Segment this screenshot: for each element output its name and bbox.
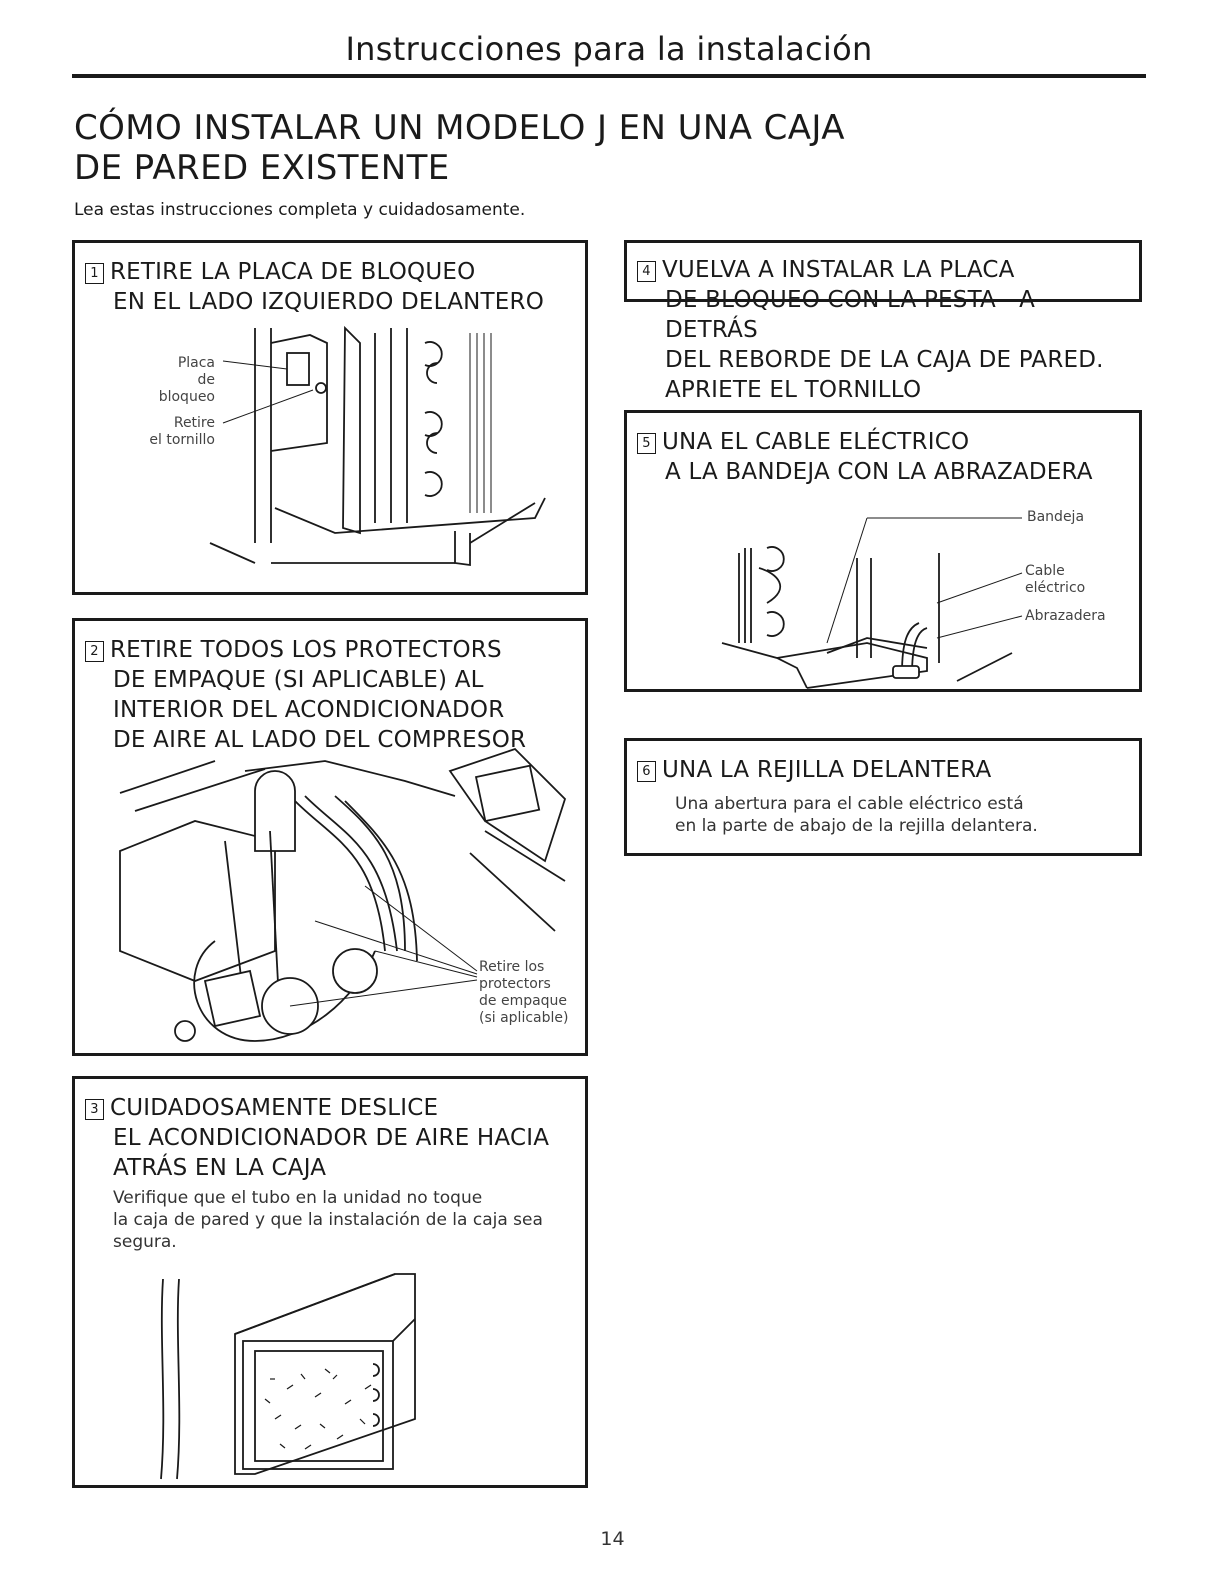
step-2-number: 2: [85, 641, 104, 662]
step-2-title: 2 RETIRE TODOS LOS PROTECTORS DE EMPAQUE …: [85, 635, 575, 755]
step-5-callout-cable: Cable eléctrico: [1025, 563, 1086, 596]
step-1-title: 1 RETIRE LA PLACA DE BLOQUEO EN EL LADO I…: [85, 257, 575, 317]
step-2-panel: 2 RETIRE TODOS LOS PROTECTORS DE EMPAQUE …: [72, 618, 588, 1056]
step-2-title-line2: DE EMPAQUE (SI APLICABLE) AL: [113, 667, 484, 693]
step-6-number: 6: [637, 761, 656, 782]
step-3-illustration: [160, 1273, 416, 1480]
step-5-number: 5: [637, 433, 656, 454]
step-6-panel: 6 UNA LA REJILLA DELANTERA Una abertura p…: [624, 738, 1142, 856]
step-1-callout-screw: Retire el tornillo: [149, 415, 215, 448]
step-5-title-line1: UNA EL CABLE ELÉCTRICO: [662, 429, 970, 455]
step-5-title: 5 UNA EL CABLE ELÉCTRICO A LA BANDEJA CON…: [637, 427, 1129, 487]
header-title: Instrucciones para la instalación: [345, 30, 873, 68]
step-4-title-line3: DEL REBORDE DE LA CAJA DE PARED.: [665, 347, 1104, 373]
step-1-panel: 1 RETIRE LA PLACA DE BLOQUEO EN EL LADO I…: [72, 240, 588, 595]
step-2-callout-packing: Retire los protectors de empaque (si apl…: [479, 959, 569, 1026]
step-1-title-line1: RETIRE LA PLACA DE BLOQUEO: [110, 259, 476, 285]
step-5-callout-tray: Bandeja: [1027, 509, 1085, 525]
step-4-title-line4: APRIETE EL TORNILLO: [665, 377, 922, 403]
step-3-body: Verifique que el tubo en la unidad no to…: [113, 1188, 543, 1252]
step-2-title-line3: INTERIOR DEL ACONDICIONADOR: [113, 697, 505, 723]
step-5-panel: 5 UNA EL CABLE ELÉCTRICO A LA BANDEJA CON…: [624, 410, 1142, 692]
step-4-title-line1: VUELVA A INSTALAR LA PLACA: [662, 257, 1015, 283]
step-3-title: 3 CUIDADOSAMENTE DESLICE EL ACONDICIONADO…: [85, 1093, 575, 1183]
step-3-panel: 3 CUIDADOSAMENTE DESLICE EL ACONDICIONADO…: [72, 1076, 588, 1488]
step-4-reinstall-lock-plate: 4 VUELVA A INSTALAR LA PLACA DE BLOQUEO C…: [624, 240, 1142, 403]
page-header: Instrucciones para la instalación: [72, 28, 1146, 78]
step-3-title-line1: CUIDADOSAMENTE DESLICE: [110, 1095, 439, 1121]
step-1-illustration: [209, 325, 546, 567]
main-title-line1: CÓMO INSTALAR UN MODELO J EN UNA CAJA: [74, 108, 845, 148]
step-3-title-line3: ATRÁS EN LA CAJA: [113, 1155, 327, 1181]
main-title-line2: DE PARED EXISTENTE: [74, 148, 450, 188]
step-2-title-line1: RETIRE TODOS LOS PROTECTORS: [110, 637, 502, 663]
page-number: 14: [600, 1528, 625, 1550]
step-4-number: 4: [637, 261, 656, 282]
step-1-number: 1: [85, 263, 104, 284]
step-6-title: 6 UNA LA REJILLA DELANTERA: [637, 755, 1129, 785]
step-5-title-line2: A LA BANDEJA CON LA ABRAZADERA: [665, 459, 1093, 485]
step-4-title-line2: DE BLOQUEO CON LA PESTA—A DETRÁS: [665, 287, 1036, 343]
step-4-title: 4 VUELVA A INSTALAR LA PLACA DE BLOQUEO C…: [637, 255, 1129, 405]
step-5-illustration: [721, 517, 1023, 689]
step-1-title-line2: EN EL LADO IZQUIERDO DELANTERO: [113, 289, 544, 315]
step-6-body: Una abertura para el cable eléctrico est…: [675, 794, 1038, 836]
step-6-title-line1: UNA LA REJILLA DELANTERA: [662, 757, 992, 783]
step-5-callout-clamp: Abrazadera: [1025, 608, 1106, 624]
step-3-title-line2: EL ACONDICIONADOR DE AIRE HACIA: [113, 1125, 550, 1151]
step-3-number: 3: [85, 1099, 104, 1120]
step-2-illustration: [119, 747, 567, 1042]
main-title: CÓMO INSTALAR UN MODELO J EN UNA CAJA DE…: [74, 108, 1074, 188]
step-1-callout-lock-plate: Placa de bloqueo: [158, 355, 215, 405]
intro-text: Lea estas instrucciones completa y cuida…: [74, 200, 526, 220]
step-2-title-line4: DE AIRE AL LADO DEL COMPRESOR: [113, 727, 527, 753]
